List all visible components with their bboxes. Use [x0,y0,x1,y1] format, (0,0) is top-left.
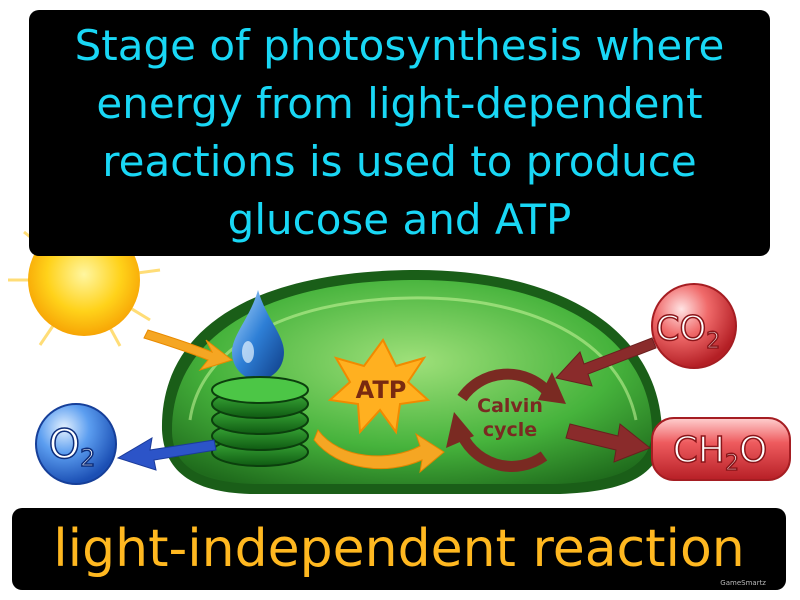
o2-sub-text: 2 [80,444,95,472]
co2-intake-arrow [555,337,657,387]
carbon-dioxide-molecule: CO2 [651,283,737,369]
svg-text:O2: O2 [49,422,96,472]
atp-label: ATP [356,376,407,404]
ch2o-sub-text: 2 [725,451,739,476]
calvin-cycle-icon [454,368,553,472]
calvin-label-line2: cycle [483,419,537,441]
co2-main-text: CO [656,309,707,349]
svg-text:CO2: CO2 [656,309,721,354]
svg-text:CH2O: CH2O [673,430,768,476]
calvin-arrowhead-bottom [446,412,474,448]
atp-star-icon: ATP [327,338,431,435]
term-text: light-independent reaction [53,519,745,579]
water-drop-icon [232,290,284,380]
o2-main-text: O [49,422,80,468]
definition-box: Stage of photosynthesis where energy fro… [29,10,770,256]
term-box: light-independent reaction [12,508,786,590]
ch2o-post-text: O [739,430,767,471]
ch2o-output-arrow [565,423,651,463]
oxygen-molecule: O2 [35,403,117,485]
calvin-label-line1: Calvin [477,395,543,417]
atp-flow-arrow [313,428,445,474]
ch2o-pre-text: CH [673,430,725,471]
definition-text: Stage of photosynthesis where energy fro… [74,21,725,244]
co2-sub-text: 2 [706,329,720,354]
glucose-ch2o-molecule: CH2O [651,417,791,481]
thylakoid-stack-icon [211,376,309,467]
oxygen-release-arrow [116,437,217,471]
watermark-text: GameSmartz [720,579,766,587]
sunlight-arrow [143,329,234,371]
calvin-arrowhead-top [538,372,566,404]
